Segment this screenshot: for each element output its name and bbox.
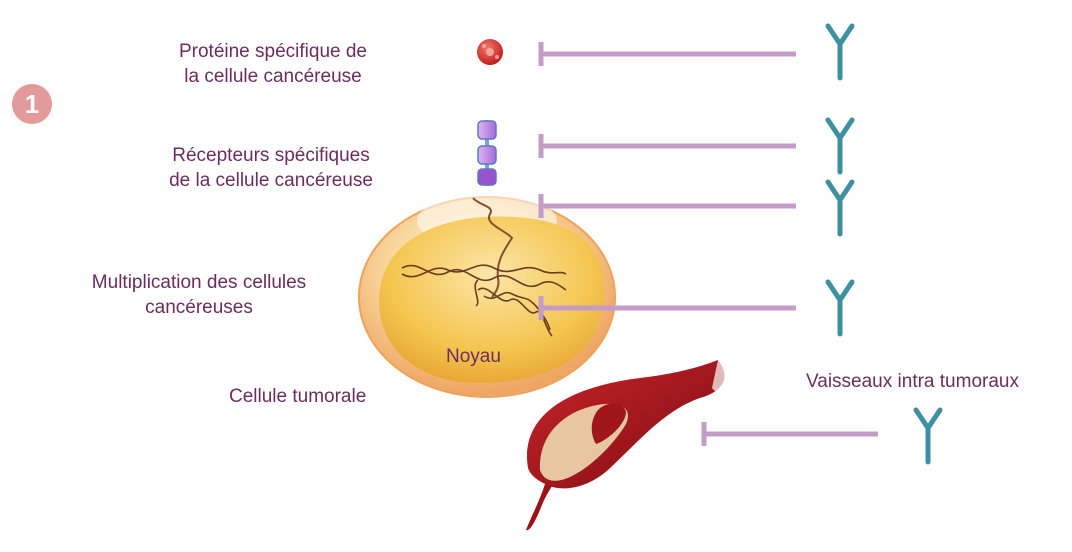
receptors-label-line-2: de la cellule cancéreuse — [169, 170, 373, 191]
antibody-protein — [825, 23, 855, 81]
signal-fiber — [472, 197, 514, 298]
antibody-multiplication — [825, 279, 855, 337]
nucleus-label: Noyau — [446, 346, 501, 367]
multiplication-label-line-2: cancéreuses — [145, 297, 253, 318]
blood-vessel — [526, 360, 732, 531]
antibodies — [825, 23, 943, 465]
vessels-label: Vaisseaux intra tumoraux — [806, 371, 1019, 392]
step-badge: 1 — [12, 84, 52, 124]
receptors-label-line-1: Récepteurs spécifiques — [172, 145, 370, 166]
receptor-column — [477, 120, 497, 186]
multiplication-label: Multiplication des cellules cancéreuses — [50, 270, 348, 320]
multiplication-label-line-1: Multiplication des cellules — [91, 272, 307, 293]
nucleus — [379, 216, 605, 383]
tumor-cell-label: Cellule tumorale — [229, 386, 367, 407]
protein-label-line-1: Protéine spécifique de — [178, 41, 367, 62]
dna-strands — [401, 264, 567, 337]
receptors-label: Récepteurs spécifiques de la cellule can… — [128, 143, 414, 193]
antibody-signal — [825, 179, 855, 237]
antibody-vessel — [913, 407, 943, 465]
protein-label: Protéine spécifique de la cellule cancér… — [130, 39, 416, 89]
antibody-receptor — [825, 117, 855, 175]
protein-label-line-2: la cellule cancéreuse — [184, 66, 362, 87]
cancer-protein — [477, 39, 503, 65]
inhibition-lines — [538, 42, 878, 446]
